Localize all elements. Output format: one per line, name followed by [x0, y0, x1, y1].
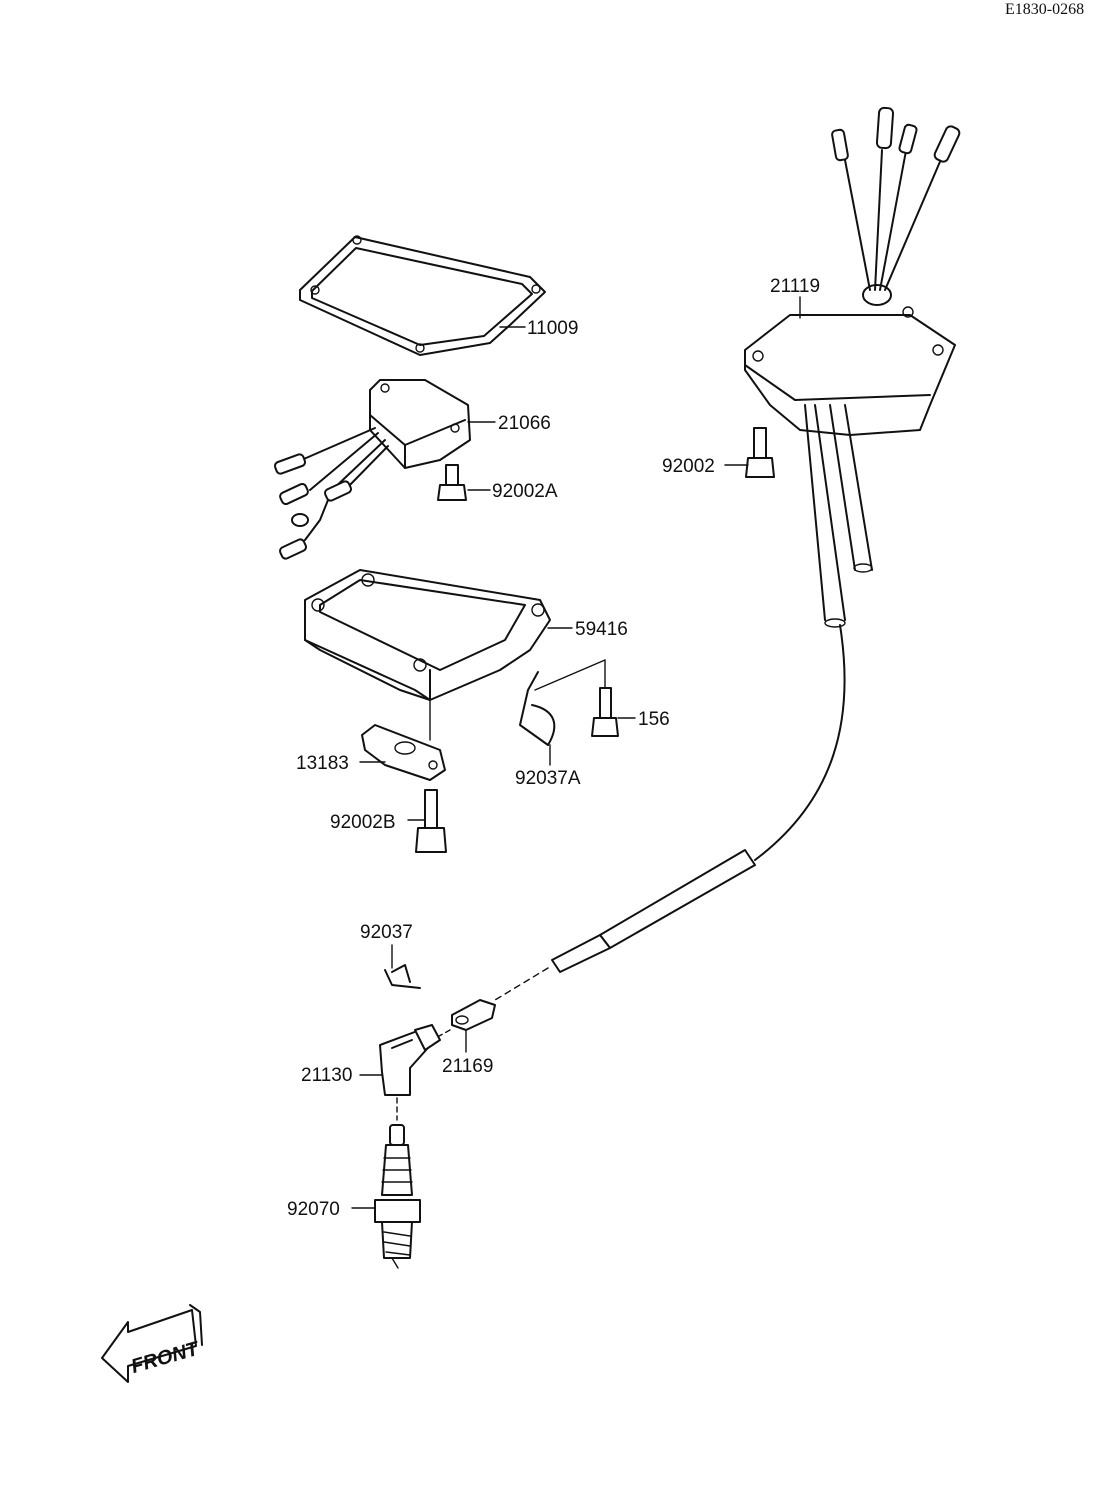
label-92070: 92070	[287, 1199, 340, 1220]
front-direction-arrow: FRONT	[101, 1304, 203, 1383]
label-92037: 92037	[360, 922, 413, 943]
label-92002: 92002	[662, 456, 715, 477]
label-92037A: 92037A	[515, 768, 581, 789]
clip-92037	[384, 944, 421, 989]
label-13183: 13183	[296, 753, 349, 774]
clip-92037A	[519, 659, 606, 766]
label-21066: 21066	[498, 413, 551, 434]
case-59416	[304, 569, 573, 741]
label-11009: 11009	[527, 318, 578, 339]
label-59416: 59416	[575, 619, 628, 640]
label-92002B: 92002B	[330, 812, 396, 833]
label-156: 156	[638, 709, 670, 730]
label-21119: 21119	[770, 276, 820, 297]
gasket-11009	[299, 235, 546, 356]
label-21169: 21169	[442, 1056, 493, 1077]
bolt-156	[591, 687, 636, 737]
cap-21169	[431, 999, 496, 1053]
label-92002A: 92002A	[492, 481, 558, 502]
plug-cap-21130	[359, 1024, 441, 1121]
bolt-92002	[724, 427, 775, 478]
bracket-13183	[359, 724, 446, 781]
bolt-92002B	[407, 789, 447, 853]
high-tension-lead	[494, 624, 846, 1001]
bolt-92002A	[437, 464, 491, 501]
diagram-code: E1830-0268	[1005, 1, 1084, 18]
spark-plug-92070	[351, 1124, 421, 1269]
label-21130: 21130	[301, 1065, 352, 1086]
cdi-unit-21066	[273, 379, 496, 560]
ignition-coil-21119	[744, 106, 961, 628]
